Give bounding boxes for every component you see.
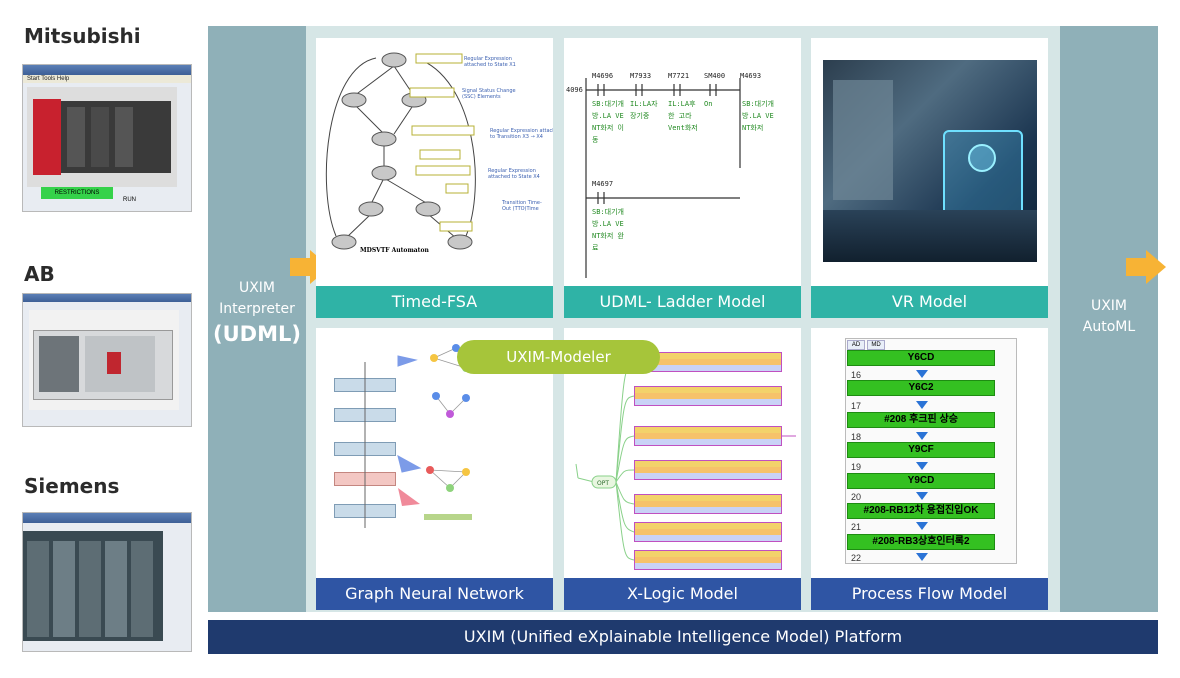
mitsubishi-screenshot: Start Tools Help RESTRICTIONS RUN — [22, 64, 192, 212]
svg-text:On: On — [704, 100, 712, 108]
flow-step: Y9CD — [847, 473, 995, 489]
down-arrow-icon — [916, 522, 928, 530]
svg-text:방.LA VE: 방.LA VE — [592, 219, 624, 228]
svg-text:M7721: M7721 — [668, 72, 689, 80]
flow-step-number: 22 — [851, 553, 862, 563]
card-process-flow: AD MD Y6CD 16 Y6C2 17 #208 후크핀 상승 18 Y9C… — [811, 328, 1048, 610]
flow-step: #208-RB3상호인터록2 — [847, 534, 995, 550]
svg-text:Regular Expression: Regular Expression — [464, 56, 512, 62]
down-arrow-icon — [916, 553, 928, 561]
card-label-vr-model: VR Model — [811, 286, 1048, 318]
uxim-modeler-badge: UXIM-Modeler — [457, 340, 660, 374]
window-titlebar — [23, 513, 191, 523]
plc-photo — [23, 531, 163, 641]
flow-step-number: 20 — [851, 492, 862, 502]
down-arrow-icon — [916, 370, 928, 378]
window-menu: Start Tools Help — [23, 75, 191, 83]
flow-step: #208 후크핀 상승 — [847, 412, 995, 428]
svg-text:attached to State X1: attached to State X1 — [464, 62, 516, 68]
svg-text:Out (TTO)Time: Out (TTO)Time — [502, 206, 539, 212]
svg-text:M4696: M4696 — [592, 72, 613, 80]
tab-ad[interactable]: AD — [847, 340, 865, 350]
process-flow-diagram: AD MD Y6CD 16 Y6C2 17 #208 후크핀 상승 18 Y9C… — [811, 328, 1048, 578]
svg-text:방.LA VE: 방.LA VE — [742, 111, 774, 120]
run-label: RUN — [123, 197, 136, 203]
card-vr-model: VR Model — [811, 38, 1048, 318]
platform-title-bar: UXIM (Unified eXplainable Intelligence M… — [208, 620, 1158, 654]
status-restrictions: RESTRICTIONS — [41, 187, 113, 199]
flow-step: Y9CF — [847, 442, 995, 458]
flow-step-number: 17 — [851, 401, 862, 411]
window-titlebar — [23, 65, 191, 75]
vendor-label-siemens: Siemens — [24, 474, 120, 498]
svg-text:Regular Expression attached: Regular Expression attached — [490, 128, 553, 134]
card-label-xlogic: X-Logic Model — [564, 578, 801, 610]
svg-text:료: 료 — [592, 244, 599, 252]
svg-text:한 고라: 한 고라 — [668, 111, 692, 120]
svg-text:Regular Expression: Regular Expression — [488, 168, 536, 174]
svg-text:M4697: M4697 — [592, 180, 613, 188]
vendor-label-ab: AB — [24, 262, 55, 286]
interpreter-label: UXIM Interpreter (UDML) — [213, 280, 301, 346]
svg-text:IL:LA후: IL:LA후 — [668, 100, 696, 108]
siemens-screenshot — [22, 512, 192, 652]
svg-text:Signal Status Change: Signal Status Change — [462, 88, 516, 94]
card-udml-ladder: 4096 M4696 M7933 M7721 SM400 M4693 M4697 SB… — [564, 38, 801, 318]
automl-label: UXIM AutoML — [1082, 298, 1136, 335]
svg-text:M7933: M7933 — [630, 72, 651, 80]
card-label-udml-ladder: UDML- Ladder Model — [564, 286, 801, 318]
svg-text:IL:LA자: IL:LA자 — [630, 99, 658, 108]
down-arrow-icon — [916, 492, 928, 500]
svg-text:attached to State X4: attached to State X4 — [488, 174, 540, 180]
svg-text:장기중: 장기중 — [630, 111, 650, 120]
flow-step: Y6C2 — [847, 380, 995, 396]
svg-text:NT화저: NT화저 — [742, 123, 763, 132]
svg-text:Vent화저: Vent화저 — [668, 123, 698, 132]
plc-photo — [29, 310, 179, 410]
ab-screenshot — [22, 293, 192, 427]
svg-text:NT화저 이: NT화저 이 — [592, 123, 624, 132]
flow-step-number: 18 — [851, 432, 862, 442]
flow-step-number: 19 — [851, 462, 862, 472]
down-arrow-icon — [916, 462, 928, 470]
down-arrow-icon — [916, 401, 928, 409]
svg-text:OPT: OPT — [597, 480, 609, 487]
flow-step-number: 21 — [851, 522, 862, 532]
tab-md[interactable]: MD — [867, 340, 885, 350]
svg-text:M4693: M4693 — [740, 72, 761, 80]
down-arrow-icon — [916, 432, 928, 440]
flow-step: Y6CD — [847, 350, 995, 366]
svg-text:(SSC) Elements: (SSC) Elements — [462, 94, 501, 100]
svg-text:SB:대기개: SB:대기개 — [592, 207, 624, 216]
card-label-timed-fsa: Timed-FSA — [316, 286, 553, 318]
svg-text:방.LA VE: 방.LA VE — [592, 111, 624, 120]
svg-text:SM400: SM400 — [704, 72, 725, 80]
plc-photo — [27, 87, 177, 187]
flow-step: #208-RB12차 용접진입OK — [847, 503, 995, 519]
vendor-label-mitsubishi: Mitsubishi — [24, 24, 141, 48]
svg-text:동: 동 — [592, 136, 599, 144]
vr-image — [811, 38, 1048, 286]
interpreter-column: UXIM Interpreter (UDML) — [208, 26, 306, 612]
card-label-gnn: Graph Neural Network — [316, 578, 553, 610]
svg-text:SB:대기개: SB:대기개 — [592, 99, 624, 108]
svg-text:Transition Time-: Transition Time- — [501, 200, 542, 206]
svg-text:NT화저 완: NT화저 완 — [592, 231, 625, 240]
flow-step-number: 16 — [851, 370, 862, 380]
rung-number: 4096 — [566, 86, 583, 94]
window-titlebar — [23, 294, 191, 302]
ladder-diagram: 4096 M4696 M7933 M7721 SM400 M4693 M4697 SB… — [564, 38, 801, 286]
svg-text:SB:대기개: SB:대기개 — [742, 99, 774, 108]
automl-column: UXIM AutoML — [1060, 26, 1158, 612]
fsa-caption: MDSVTF Automaton — [360, 247, 429, 254]
svg-text:to Transition X3 → X4: to Transition X3 → X4 — [490, 134, 543, 140]
card-label-process-flow: Process Flow Model — [811, 578, 1048, 610]
